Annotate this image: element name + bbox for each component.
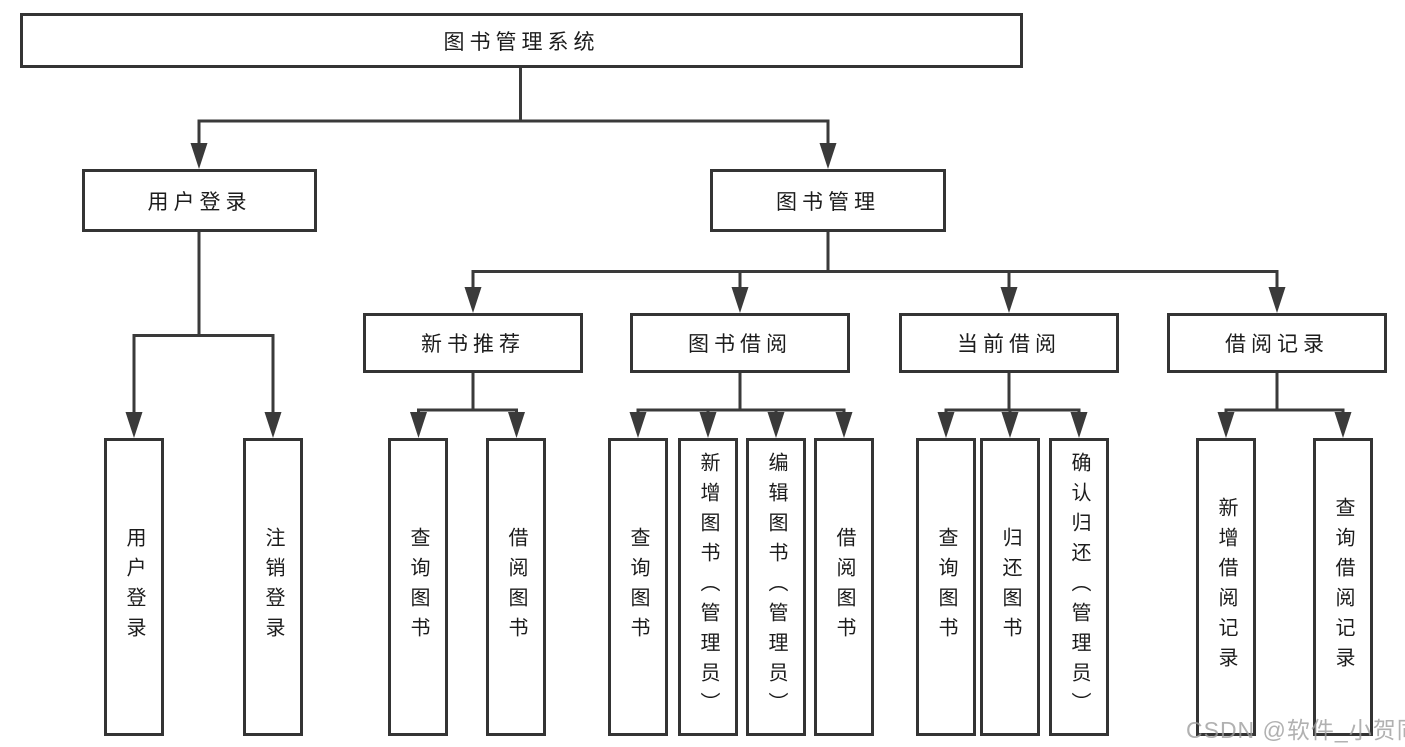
csdn-watermark: CSDN @软件_小贺同学 bbox=[1186, 717, 1405, 743]
arrow-down-icon bbox=[125, 412, 143, 438]
connector-line-book-management bbox=[471, 232, 1279, 292]
node-book-management: 图书管理 bbox=[710, 169, 946, 232]
arrow-down-icon bbox=[1001, 412, 1019, 438]
node-new-book-recommend: 新书推荐 bbox=[363, 313, 583, 373]
leaf-query-books: 查询图书 bbox=[608, 438, 668, 736]
arrow-down-icon bbox=[1000, 287, 1018, 313]
arrow-down-icon bbox=[629, 412, 647, 438]
arrow-down-icon bbox=[937, 412, 955, 438]
leaf-add-borrow-record: 新增借阅记录 bbox=[1196, 438, 1256, 736]
arrow-down-icon bbox=[835, 412, 853, 438]
leaf-user-login: 用户登录 bbox=[104, 438, 164, 736]
arrow-down-icon bbox=[1070, 412, 1088, 438]
node-current-borrow: 当前借阅 bbox=[899, 313, 1119, 373]
connector-line-borrow-records bbox=[1224, 373, 1345, 416]
leaf-query-books: 查询图书 bbox=[388, 438, 448, 736]
arrow-down-icon bbox=[819, 143, 837, 169]
arrow-down-icon bbox=[410, 412, 427, 438]
arrow-down-icon bbox=[264, 412, 282, 438]
leaf-confirm-return-admin: 确认归还（管理员） bbox=[1049, 438, 1109, 736]
node-book-borrow: 图书借阅 bbox=[630, 313, 850, 373]
leaf-borrow-books: 借阅图书 bbox=[814, 438, 874, 736]
arrow-down-icon bbox=[190, 143, 208, 169]
leaf-edit-books-admin: 编辑图书（管理员） bbox=[746, 438, 806, 736]
arrow-down-icon bbox=[464, 287, 482, 313]
arrow-down-icon bbox=[699, 412, 717, 438]
node-library-management-system: 图书管理系统 bbox=[20, 13, 1023, 68]
leaf-return-books: 归还图书 bbox=[980, 438, 1040, 736]
connector-line-current-borrow bbox=[944, 373, 1081, 416]
arrow-down-icon bbox=[1334, 412, 1352, 438]
leaf-query-borrow-record: 查询借阅记录 bbox=[1313, 438, 1373, 736]
leaf-borrow-books: 借阅图书 bbox=[486, 438, 546, 736]
connector-line-new-book bbox=[417, 373, 518, 416]
arrow-down-icon bbox=[1217, 412, 1235, 438]
arrow-down-icon bbox=[508, 412, 525, 438]
leaf-add-books-admin: 新增图书（管理员） bbox=[678, 438, 738, 736]
node-user-login: 用户登录 bbox=[82, 169, 317, 232]
arrow-down-icon bbox=[767, 412, 785, 438]
arrow-down-icon bbox=[1268, 287, 1286, 313]
arrow-down-icon bbox=[731, 287, 749, 313]
node-borrow-records: 借阅记录 bbox=[1167, 313, 1387, 373]
connector-line-user-login bbox=[132, 232, 275, 414]
connector-line-book-borrow bbox=[636, 373, 846, 416]
leaf-query-books: 查询图书 bbox=[916, 438, 976, 736]
connector-line-root bbox=[197, 68, 830, 149]
leaf-logout: 注销登录 bbox=[243, 438, 303, 736]
